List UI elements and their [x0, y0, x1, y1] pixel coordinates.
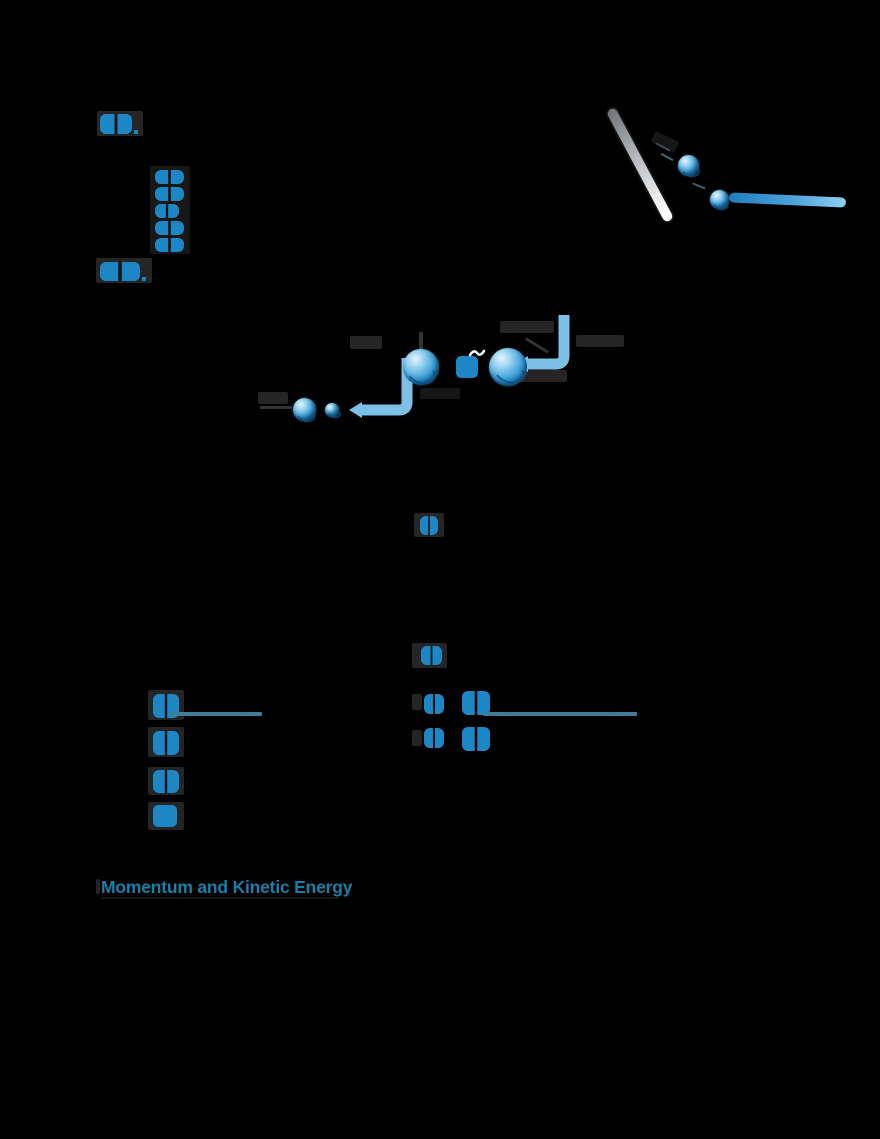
ghost-text-block [500, 321, 554, 333]
white-glyph-icon [468, 349, 486, 357]
equation-glyph [421, 646, 442, 665]
ghost-text-block [350, 336, 382, 349]
swirl-ball-icon [489, 348, 527, 386]
ghost-underline [101, 897, 339, 899]
glyph-stack-item [155, 238, 184, 252]
ghost-text-block [412, 694, 422, 710]
glyph-stack-item [155, 170, 184, 184]
list-marker [153, 770, 179, 793]
stick-illustration [606, 107, 674, 223]
ghost-text-block [420, 388, 460, 399]
list-marker-square [153, 805, 177, 827]
fraction-rule [483, 712, 637, 716]
list-marker [153, 731, 179, 755]
glyph-stack-item [155, 187, 184, 201]
equation-glyph [424, 694, 444, 714]
equation-glyph [420, 516, 438, 535]
ghost-text-block [576, 335, 624, 347]
comet-ball-icon [678, 155, 699, 176]
equation-glyph [462, 727, 490, 751]
comet-ball-icon [710, 190, 729, 209]
motion-line [660, 152, 674, 162]
equation-glyph [424, 728, 444, 748]
swirl-ball-icon [293, 398, 316, 421]
ghost-text-block [258, 392, 288, 404]
glyph-stack-item [155, 204, 179, 218]
elbow-arrow-icon [349, 358, 413, 418]
motion-streak [728, 192, 847, 208]
small-ball-icon [325, 403, 339, 417]
ghost-text-block [412, 730, 422, 746]
glyph-stack-item [155, 221, 184, 235]
right-arrow-icon [260, 406, 292, 409]
ghost-text-block [96, 879, 100, 894]
swirl-ball-icon [403, 349, 439, 385]
section-heading: Momentum and Kinetic Energy [101, 877, 353, 897]
motion-line [692, 182, 706, 190]
down-arrow-icon [419, 332, 423, 352]
blue-square-icon [456, 356, 478, 378]
equation-glyph [462, 691, 490, 715]
section-marker-top [100, 114, 138, 134]
ghost-text-block [521, 370, 567, 382]
section-marker-mid [100, 262, 146, 281]
fraction-rule [170, 712, 262, 716]
